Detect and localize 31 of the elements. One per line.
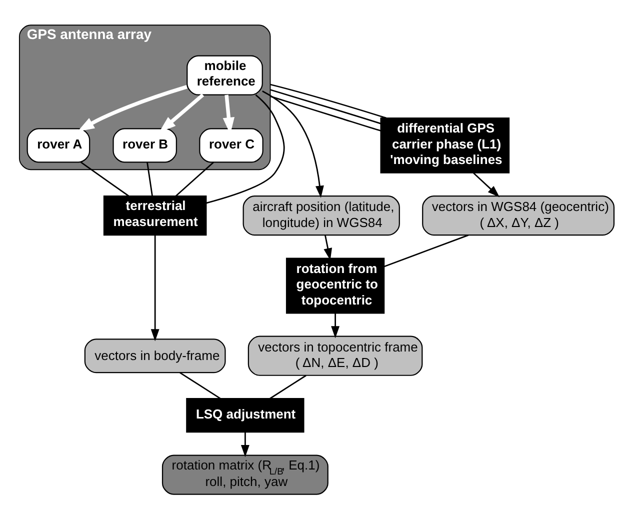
connector	[180, 372, 221, 400]
connector	[384, 234, 469, 268]
node-box: vectors in WGS84 (geocentric) ( ΔX, ΔY, ΔZ )	[422, 196, 615, 236]
arrow	[331, 313, 340, 338]
connector	[270, 89, 381, 124]
connector	[146, 162, 153, 196]
arrow	[150, 235, 160, 342]
connector	[270, 84, 386, 119]
node-box: aircraft position (latitude, longitude) in WGS84	[242, 196, 400, 236]
node-box: rover C	[199, 128, 264, 163]
arrow	[473, 172, 500, 198]
node-box: rover A	[26, 128, 90, 163]
node-box: terrestrial measurement	[103, 196, 207, 236]
node-box: LSQ adjustment	[186, 398, 304, 433]
node-box: rover B	[112, 128, 177, 163]
arrow	[159, 93, 204, 132]
arrow	[324, 235, 332, 260]
node-box: rotation from geocentric to topocentric	[286, 258, 385, 314]
node-box: rotation matrix (R$_{L/B}$, Eq.1) roll, pitch, yaw	[162, 454, 328, 495]
arrow	[78, 85, 188, 132]
node-box: vectors in body-frame	[84, 338, 226, 374]
connector	[270, 374, 306, 400]
connector	[206, 94, 285, 204]
arrow	[262, 90, 324, 198]
connector	[270, 96, 381, 132]
node-box: differential GPS carrier phase (L1) 'moving baselines	[380, 117, 510, 174]
connector	[175, 162, 214, 197]
node-box: vectors in topocentric frame ( ΔN, ΔE, ΔD )	[248, 336, 423, 376]
arrow	[240, 432, 250, 458]
connector	[80, 162, 130, 197]
node-box: mobile reference	[186, 55, 263, 96]
